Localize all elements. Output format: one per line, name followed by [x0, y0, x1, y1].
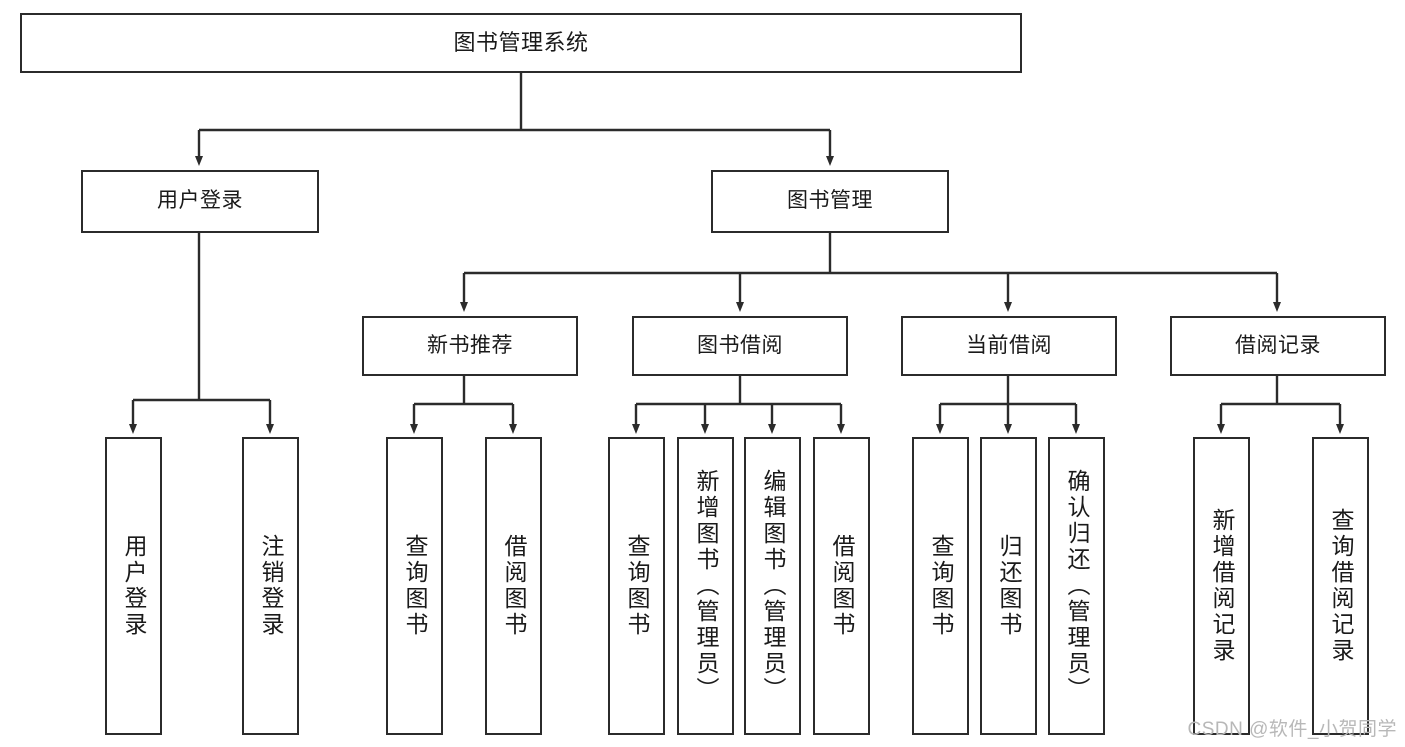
node-book-management[interactable]: 图书管理 [711, 170, 949, 233]
leaf-edit-book-admin[interactable]: 编辑图书（管理员） [744, 437, 801, 735]
node-label: 图书管理系统 [453, 30, 589, 56]
leaf-borrow-book-recommend[interactable]: 借阅图书 [485, 437, 542, 735]
node-label: 借阅图书 [501, 534, 527, 638]
leaf-borrow-book[interactable]: 借阅图书 [813, 437, 870, 735]
leaf-confirm-return-admin[interactable]: 确认归还（管理员） [1048, 437, 1105, 735]
node-book-borrow[interactable]: 图书借阅 [632, 316, 848, 376]
watermark-text: CSDN @软件_小贺同学 [1187, 719, 1397, 740]
node-label: 用户登录 [157, 189, 243, 213]
leaf-query-borrow-record[interactable]: 查询借阅记录 [1312, 437, 1369, 735]
node-root-system[interactable]: 图书管理系统 [20, 13, 1022, 73]
node-label: 用户登录 [121, 534, 147, 638]
node-label: 查询借阅记录 [1328, 508, 1354, 664]
node-label: 图书管理 [787, 189, 873, 213]
node-label: 新书推荐 [427, 333, 513, 357]
node-label: 借阅图书 [829, 534, 855, 638]
leaf-query-book-borrow[interactable]: 查询图书 [608, 437, 665, 735]
node-new-book-recommend[interactable]: 新书推荐 [362, 316, 578, 376]
node-label: 新增图书（管理员） [693, 469, 719, 703]
node-label: 当前借阅 [966, 333, 1052, 357]
node-label: 新增借阅记录 [1209, 508, 1235, 664]
node-label: 编辑图书（管理员） [760, 469, 786, 703]
node-label: 查询图书 [624, 534, 650, 638]
leaf-logout[interactable]: 注销登录 [242, 437, 299, 735]
node-user-login[interactable]: 用户登录 [81, 170, 319, 233]
leaf-user-login[interactable]: 用户登录 [105, 437, 162, 735]
node-borrow-record[interactable]: 借阅记录 [1170, 316, 1386, 376]
node-label: 查询图书 [402, 534, 428, 638]
leaf-add-book-admin[interactable]: 新增图书（管理员） [677, 437, 734, 735]
leaf-return-book[interactable]: 归还图书 [980, 437, 1037, 735]
node-label: 确认归还（管理员） [1064, 469, 1090, 703]
node-label: 借阅记录 [1235, 333, 1321, 357]
node-label: 归还图书 [996, 534, 1022, 638]
node-label: 注销登录 [258, 534, 284, 638]
node-current-borrow[interactable]: 当前借阅 [901, 316, 1117, 376]
leaf-query-book-recommend[interactable]: 查询图书 [386, 437, 443, 735]
leaf-query-book-current[interactable]: 查询图书 [912, 437, 969, 735]
node-label: 图书借阅 [697, 333, 783, 357]
leaf-add-borrow-record[interactable]: 新增借阅记录 [1193, 437, 1250, 735]
node-label: 查询图书 [928, 534, 954, 638]
